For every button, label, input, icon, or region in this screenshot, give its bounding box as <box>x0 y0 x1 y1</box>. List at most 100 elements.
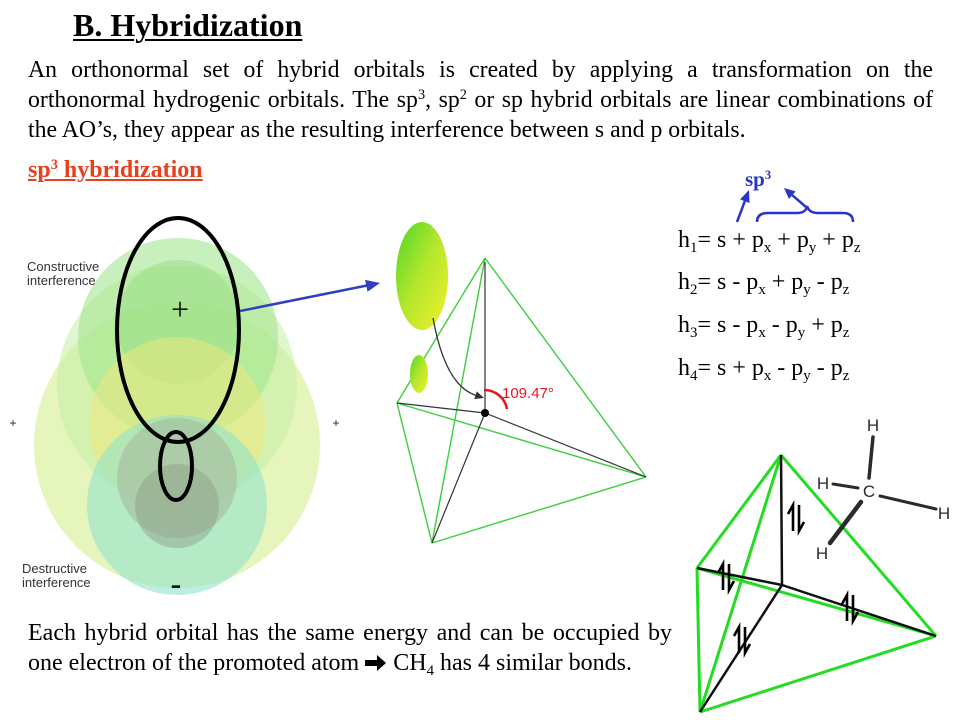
eq-subscript: x <box>758 324 766 341</box>
section-heading-superscript: 3 <box>50 157 58 174</box>
eq-subscript: z <box>842 367 850 384</box>
eq-subscript: z <box>853 239 861 256</box>
equation-h4: h4= s + px - py - pz <box>678 353 849 383</box>
eq-subscript: 1 <box>690 239 698 256</box>
eq-term: = s - p <box>697 269 759 295</box>
eq-term: = s + p <box>697 227 764 253</box>
eq-term: h <box>678 312 690 338</box>
upper-lobe-outline <box>115 216 241 444</box>
methane-tetrahedron <box>695 454 938 714</box>
destructive-label-line1: Destructive <box>22 561 87 576</box>
orbital-circle <box>87 415 267 595</box>
eq-subscript: x <box>763 239 772 256</box>
left-sign: + <box>9 416 16 430</box>
conclusion-text-2: CH <box>387 650 427 676</box>
conclusion-text-1: Each hybrid orbital has the same energy … <box>28 620 672 676</box>
intro-text-3: or sp hybrid orbitals are linear combina… <box>28 87 933 143</box>
electron-pair-icon <box>732 621 752 659</box>
bond-lines <box>396 262 647 544</box>
eq-term: = s + p <box>697 355 764 381</box>
eq-subscript: x <box>763 367 772 384</box>
hydrogen-bottom: H <box>816 544 828 563</box>
intro-superscript-1: 3 <box>417 87 426 104</box>
electron-pair-icon <box>716 558 736 596</box>
constructive-label-line2: interference <box>27 273 96 288</box>
intro-text-1: An orthonormal set of hybrid orbitals is… <box>28 57 933 113</box>
sp3-label-superscript: 3 <box>764 168 772 183</box>
hydrogen-top: H <box>867 416 879 435</box>
eq-subscript: 2 <box>690 281 698 298</box>
equation-h1: h1= s + px + py + pz <box>678 225 860 255</box>
right-arrow-icon <box>365 655 387 671</box>
equation-h3: h3= s - px - py + pz <box>678 310 849 340</box>
angle-arc <box>483 388 509 410</box>
interference-diagram: + - + + Constructive interference Destru… <box>9 216 340 601</box>
center-atom-dot <box>481 409 489 417</box>
eq-term: + p <box>805 312 843 338</box>
conclusion-subscript: 4 <box>426 662 434 679</box>
orbital-circle <box>117 418 237 538</box>
eq-subscript: x <box>758 281 766 298</box>
eq-term: + p <box>771 227 809 253</box>
intro-text-2: , sp <box>425 87 460 113</box>
intro-paragraph: An orthonormal set of hybrid orbitals is… <box>28 55 933 145</box>
c-h-bond-lines <box>696 454 937 713</box>
lower-lobe-outline <box>158 430 194 502</box>
curved-arrow <box>432 317 484 399</box>
eq-term: + p <box>816 227 854 253</box>
sp3-label-text: sp <box>745 167 765 191</box>
methane-structure: H H C H H <box>816 416 950 563</box>
eq-subscript: y <box>803 281 811 298</box>
connector-arrow <box>239 279 380 313</box>
destructive-label-line2: interference <box>22 575 91 590</box>
section-heading-rest: hybridization <box>57 157 203 183</box>
eq-subscript: z <box>842 324 850 341</box>
eq-term: - p <box>810 355 843 381</box>
eq-term: = s - p <box>697 312 759 338</box>
eq-subscript: y <box>797 324 806 341</box>
hydrogen-left: H <box>817 474 829 493</box>
conclusion-text-3: has 4 similar bonds. <box>434 650 632 676</box>
eq-term: - p <box>810 269 843 295</box>
orbital-circle <box>135 464 219 548</box>
electron-pair-icon <box>786 499 806 537</box>
eq-term: h <box>678 227 690 253</box>
electron-pair-icon <box>840 589 860 627</box>
bond-top <box>867 435 875 480</box>
tetrahedron-orbital-diagram: 109.47° <box>396 222 647 544</box>
carbon-atom: C <box>863 482 875 501</box>
lower-lobe-sign: - <box>171 565 182 601</box>
bond-bottom-wedge <box>827 499 864 546</box>
constructive-label-line1: Constructive <box>27 259 99 274</box>
eq-term: + p <box>765 269 804 295</box>
eq-term: h <box>678 269 690 295</box>
sp3-arrowhead-right <box>784 188 796 199</box>
eq-subscript: 4 <box>690 367 698 384</box>
bond-left <box>831 482 860 490</box>
upper-lobe-sign: + <box>171 291 189 327</box>
hydrogen-right: H <box>938 504 950 523</box>
eq-term: - p <box>765 312 798 338</box>
section-heading: sp3 hybridization <box>28 155 203 185</box>
sp3-arrowhead-left <box>740 190 750 203</box>
sp3-label: sp3 <box>745 166 771 192</box>
equation-h2: h2= s - px + py - pz <box>678 267 849 297</box>
eq-term: h <box>678 355 690 381</box>
bond-angle-label: 109.47° <box>502 385 554 402</box>
eq-subscript: y <box>808 239 817 256</box>
slide-title: B. Hybridization <box>73 7 303 43</box>
eq-subscript: z <box>842 281 850 298</box>
eq-subscript: 3 <box>690 324 698 341</box>
intro-superscript-2: 2 <box>459 87 467 104</box>
tetrahedron-edges <box>695 454 938 714</box>
right-sign: + <box>332 416 339 430</box>
sp3-bracket <box>735 194 855 223</box>
eq-subscript: y <box>803 367 811 384</box>
conclusion-paragraph: Each hybrid orbital has the same energy … <box>28 618 672 678</box>
section-heading-text: sp <box>28 157 51 183</box>
hybrid-orbital-small-lobe <box>410 355 428 393</box>
hybrid-orbital-large-lobe <box>396 222 448 330</box>
bond-right <box>878 494 938 511</box>
eq-term: - p <box>771 355 804 381</box>
